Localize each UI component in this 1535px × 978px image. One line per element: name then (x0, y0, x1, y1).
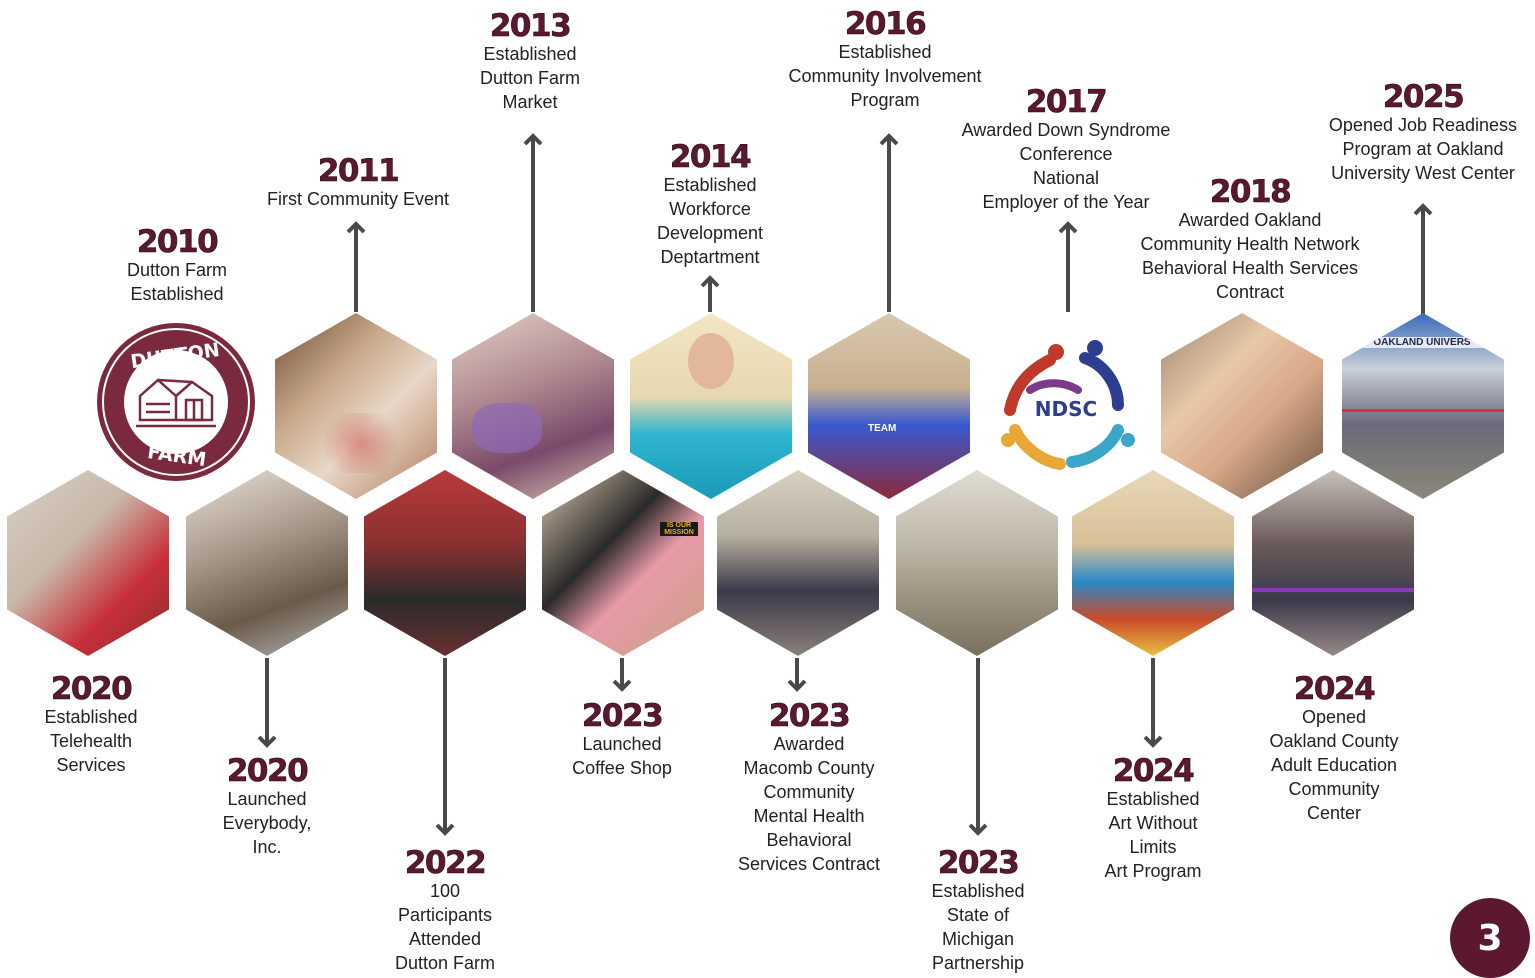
milestone-year: 2023 (937, 845, 1020, 881)
milestone-2020-everybody: 2020 Launched Everybody, Inc. (197, 755, 337, 859)
milestone-year: 2014 (669, 139, 752, 175)
photo-hex-2016-community: TEAM (808, 313, 970, 499)
milestone-2024-oakland: 2024 Opened Oakland County Adult Educati… (1254, 673, 1414, 825)
milestone-year: 2024 (1112, 753, 1195, 789)
photo-hex-2023-macomb (717, 470, 879, 656)
shirt-text: TEAM (868, 423, 897, 434)
milestone-2022: 2022 100 Participants Attended Dutton Fa… (375, 847, 515, 975)
milestone-year: 2025 (1382, 79, 1465, 115)
milestone-year: 2017 (1025, 84, 1108, 120)
milestone-year: 2020 (226, 753, 309, 789)
ndsc-logo: NDSC (990, 330, 1140, 480)
dutton-farm-logo: DUTTON FARM (96, 322, 256, 482)
milestone-year: 2010 (136, 224, 219, 260)
milestone-2023-macomb: 2023 Awarded Macomb County Community Men… (724, 700, 894, 876)
milestone-description: Established State of Michigan Partnershi… (931, 881, 1025, 973)
milestone-2018: 2018 Awarded Oakland Community Health Ne… (1130, 176, 1370, 304)
milestone-year: 2020 (50, 671, 133, 707)
photo-hex-2024-adult-ed (1252, 470, 1414, 656)
milestone-description: Dutton Farm Established (126, 260, 228, 304)
milestone-2011: 2011 First Community Event (258, 155, 458, 211)
milestone-description: Established Workforce Development Deptar… (656, 175, 764, 267)
milestone-year: 2022 (404, 845, 487, 881)
milestone-description: Established Community Involvement Progra… (788, 42, 982, 110)
milestone-description: Established Telehealth Services (44, 707, 138, 775)
milestone-description: 100 Participants Attended Dutton Farm (394, 881, 496, 973)
milestone-description: Launched Coffee Shop (572, 734, 672, 778)
photo-hex-2024-art (1072, 470, 1234, 656)
milestone-description: Opened Oakland County Adult Education Co… (1269, 707, 1399, 823)
photo-hex-2013-market (452, 313, 614, 499)
photo-hex-2022-participants (364, 470, 526, 656)
milestone-description: Awarded Oakland Community Health Network… (1140, 210, 1360, 302)
photo-hex-2011-event (275, 313, 437, 499)
milestone-description: Opened Job Readiness Program at Oakland … (1328, 115, 1518, 183)
milestone-year: 2018 (1209, 174, 1292, 210)
milestone-description: Awarded Down Syndrome Conference Nationa… (961, 120, 1171, 212)
page-number-badge: 3 (1450, 898, 1530, 978)
milestone-year: 2023 (768, 698, 851, 734)
photo-hex-2023-michigan (896, 470, 1058, 656)
milestone-year: 2011 (317, 153, 400, 189)
photo-hex-2023-coffee: IS OUR MISSION (542, 470, 704, 656)
coffee-sign: IS OUR MISSION (660, 522, 698, 536)
milestone-description: Awarded Macomb County Community Mental H… (737, 734, 881, 874)
milestone-2023-coffee: 2023 Launched Coffee Shop (552, 700, 692, 780)
milestone-2023-michigan: 2023 Established State of Michigan Partn… (908, 847, 1048, 975)
milestone-2016: 2016 Established Community Involvement P… (780, 8, 990, 112)
photo-hex-2018-oakland (1161, 313, 1323, 499)
milestone-2014: 2014 Established Workforce Development D… (630, 141, 790, 269)
milestone-2025: 2025 Opened Job Readiness Program at Oak… (1318, 81, 1528, 185)
milestone-2010: 2010 Dutton Farm Established (102, 226, 252, 306)
photo-hex-2020-telehealth (7, 470, 169, 656)
milestone-description: Launched Everybody, Inc. (222, 789, 312, 857)
milestone-2020-telehealth: 2020 Established Telehealth Services (21, 673, 161, 777)
photo-hex-2020-everybody (186, 470, 348, 656)
photo-hex-2025-university: OAKLAND UNIVERS (1342, 313, 1504, 499)
milestone-description: First Community Event (266, 189, 450, 209)
milestone-year: 2013 (489, 8, 572, 44)
ndsc-text: NDSC (1035, 397, 1097, 421)
milestone-2017: 2017 Awarded Down Syndrome Conference Na… (955, 86, 1177, 214)
milestone-description: Established Art Without Limits Art Progr… (1104, 789, 1202, 881)
oakland-sign: OAKLAND UNIVERS (1352, 337, 1492, 348)
milestone-year: 2024 (1293, 671, 1376, 707)
milestone-2024-art: 2024 Established Art Without Limits Art … (1083, 755, 1223, 883)
milestone-year: 2016 (844, 6, 927, 42)
milestone-year: 2023 (581, 698, 664, 734)
milestone-2013: 2013 Established Dutton Farm Market (450, 10, 610, 114)
photo-hex-2014-workforce (630, 313, 792, 499)
milestone-description: Established Dutton Farm Market (479, 44, 581, 112)
